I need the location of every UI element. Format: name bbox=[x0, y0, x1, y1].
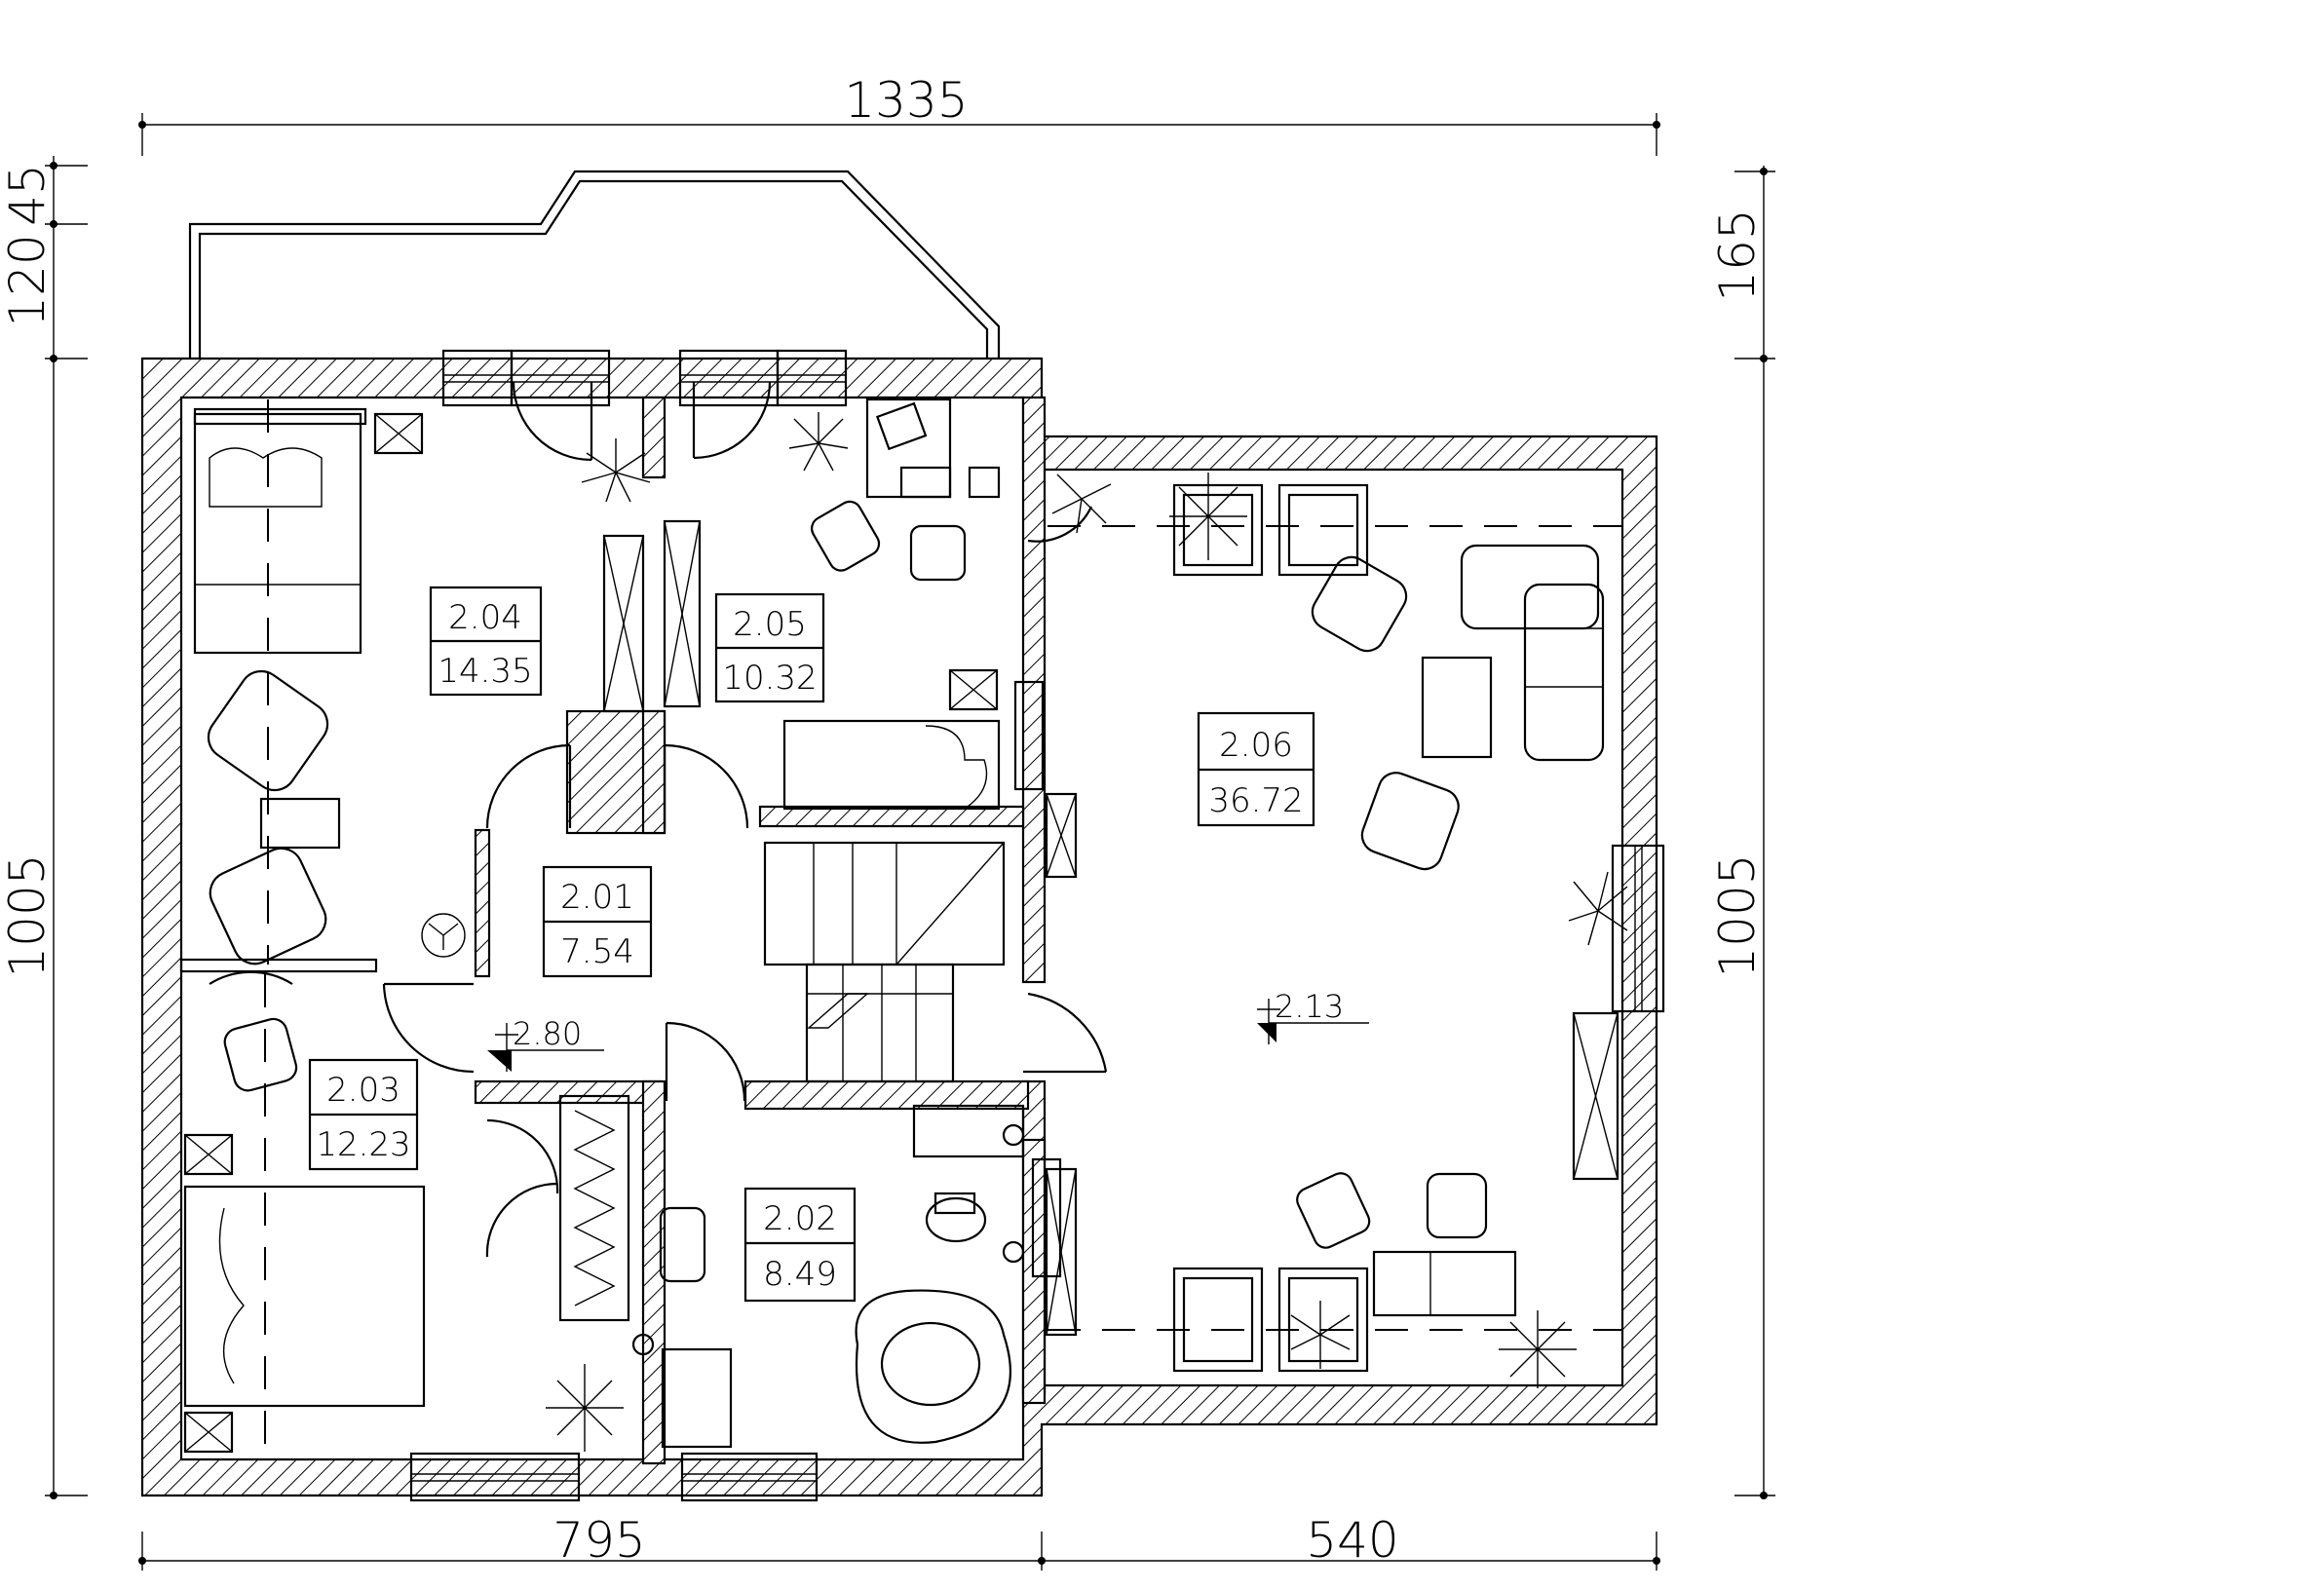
dimension-top-total: 1335 bbox=[844, 72, 968, 129]
dimension-left-45: 45 bbox=[0, 164, 56, 226]
room-number: 2.01 bbox=[560, 878, 634, 917]
room-number: 2.04 bbox=[448, 598, 522, 637]
level-value: 2.13 bbox=[1275, 988, 1344, 1025]
level-markers: 2.80 2.13 bbox=[487, 988, 1369, 1072]
room-area: 36.72 bbox=[1208, 781, 1303, 820]
dimension-lines: 1335 795 540 45 120 1005 165 1005 bbox=[0, 72, 1775, 1571]
room-tag-2-03: 2.03 12.23 bbox=[308, 1058, 419, 1171]
wardrobes bbox=[558, 519, 1619, 1337]
dimension-left-120: 120 bbox=[0, 234, 56, 326]
room-tag-2-06: 2.06 36.72 bbox=[1197, 711, 1315, 827]
roof-dashed-lines bbox=[264, 399, 1622, 1457]
dimension-bottom-right: 540 bbox=[1306, 1512, 1398, 1569]
furniture bbox=[183, 398, 1605, 1454]
balcony bbox=[188, 170, 1001, 359]
room-area: 12.23 bbox=[316, 1125, 410, 1164]
dimension-left-1005: 1005 bbox=[0, 853, 56, 977]
room-tag-2-04: 2.04 14.35 bbox=[429, 586, 543, 697]
room-area: 10.32 bbox=[722, 659, 817, 698]
staircase bbox=[763, 841, 1006, 1083]
room-number: 2.02 bbox=[763, 1199, 837, 1238]
room-area: 7.54 bbox=[560, 932, 634, 971]
room-number: 2.03 bbox=[326, 1071, 400, 1110]
doors bbox=[209, 381, 1108, 1258]
dimension-right-1005: 1005 bbox=[1709, 853, 1766, 977]
room-tag-2-05: 2.05 10.32 bbox=[714, 592, 825, 703]
dimension-right-165: 165 bbox=[1709, 208, 1766, 301]
room-area: 8.49 bbox=[763, 1255, 837, 1294]
room-number: 2.05 bbox=[733, 605, 807, 644]
level-marker-living: 2.13 bbox=[1257, 988, 1369, 1044]
level-value: 2.80 bbox=[513, 1015, 582, 1052]
room-area: 14.35 bbox=[438, 652, 532, 691]
room-tags: 2.04 14.35 2.05 10.32 2.06 36.72 2.01 7.… bbox=[308, 586, 1315, 1303]
interior-walls bbox=[179, 396, 1062, 1465]
plants bbox=[421, 412, 1628, 1452]
dimension-bottom-left: 795 bbox=[552, 1512, 645, 1569]
room-tag-2-02: 2.02 8.49 bbox=[743, 1187, 857, 1303]
room-number: 2.06 bbox=[1219, 726, 1293, 765]
room-tag-2-01: 2.01 7.54 bbox=[542, 865, 653, 978]
level-marker-hall: 2.80 bbox=[487, 1015, 604, 1072]
windows bbox=[409, 349, 1665, 1502]
exterior-walls bbox=[140, 357, 1658, 1497]
